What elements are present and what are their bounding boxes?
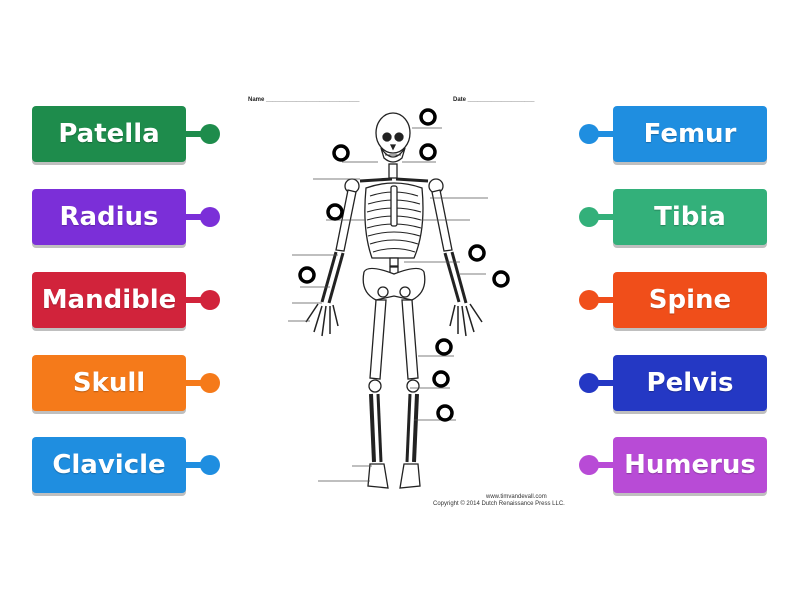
tile-label: Patella — [58, 119, 160, 149]
tile-label: Humerus — [624, 450, 756, 480]
drop-target-ring[interactable] — [332, 144, 350, 162]
connector-dot[interactable] — [200, 207, 220, 227]
drop-target-ring[interactable] — [298, 266, 316, 284]
tile-label: Clavicle — [52, 450, 166, 480]
tile-spine[interactable]: Spine — [613, 272, 767, 328]
skeleton-figure — [305, 112, 483, 489]
connector-stick — [186, 131, 204, 137]
drop-target-ring[interactable] — [419, 108, 437, 126]
connector-stick — [186, 462, 204, 468]
drop-target-ring[interactable] — [436, 404, 454, 422]
drop-target-ring[interactable] — [492, 270, 510, 288]
tile-humerus[interactable]: Humerus — [613, 437, 767, 493]
date-label: Date ____________________ — [453, 97, 535, 103]
tile-label: Femur — [643, 119, 737, 149]
connector-stick — [186, 380, 204, 386]
website-text: www.timvandevall.com — [485, 494, 547, 500]
connector-stick — [595, 131, 613, 137]
tile-label: Skull — [72, 368, 146, 398]
tile-tibia[interactable]: Tibia — [613, 189, 767, 245]
connector-dot[interactable] — [200, 290, 220, 310]
name-label: Name ____________________________ — [248, 97, 360, 103]
copyright-text: Copyright © 2014 Dutch Renaissance Press… — [433, 500, 565, 507]
tile-label: Spine — [648, 285, 732, 315]
connector-stick — [595, 214, 613, 220]
connector-dot[interactable] — [579, 373, 599, 393]
drop-target-ring[interactable] — [435, 338, 453, 356]
tile-label: Mandible — [41, 285, 177, 315]
tile-label: Radius — [59, 202, 159, 232]
label-lines — [288, 127, 488, 482]
tile-label: Pelvis — [646, 368, 734, 398]
connector-stick — [186, 214, 204, 220]
connector-stick — [595, 297, 613, 303]
connector-dot[interactable] — [200, 373, 220, 393]
skeleton-worksheet: Name ____________________________ Date _… — [248, 97, 565, 507]
tile-mandible[interactable]: Mandible — [32, 272, 186, 328]
drop-target-ring[interactable] — [432, 370, 450, 388]
connector-stick — [186, 297, 204, 303]
drop-target-ring[interactable] — [468, 244, 486, 262]
drop-target-ring[interactable] — [326, 203, 344, 221]
connector-dot[interactable] — [579, 207, 599, 227]
connector-dot[interactable] — [200, 124, 220, 144]
tile-patella[interactable]: Patella — [32, 106, 186, 162]
connector-dot[interactable] — [200, 455, 220, 475]
connector-stick — [595, 380, 613, 386]
connector-stick — [595, 462, 613, 468]
tile-skull[interactable]: Skull — [32, 355, 186, 411]
connector-dot[interactable] — [579, 455, 599, 475]
tile-femur[interactable]: Femur — [613, 106, 767, 162]
tile-label: Tibia — [654, 202, 726, 232]
connector-dot[interactable] — [579, 124, 599, 144]
drop-target-ring[interactable] — [419, 143, 437, 161]
tile-radius[interactable]: Radius — [32, 189, 186, 245]
connector-dot[interactable] — [579, 290, 599, 310]
tile-pelvis[interactable]: Pelvis — [613, 355, 767, 411]
tile-clavicle[interactable]: Clavicle — [32, 437, 186, 493]
